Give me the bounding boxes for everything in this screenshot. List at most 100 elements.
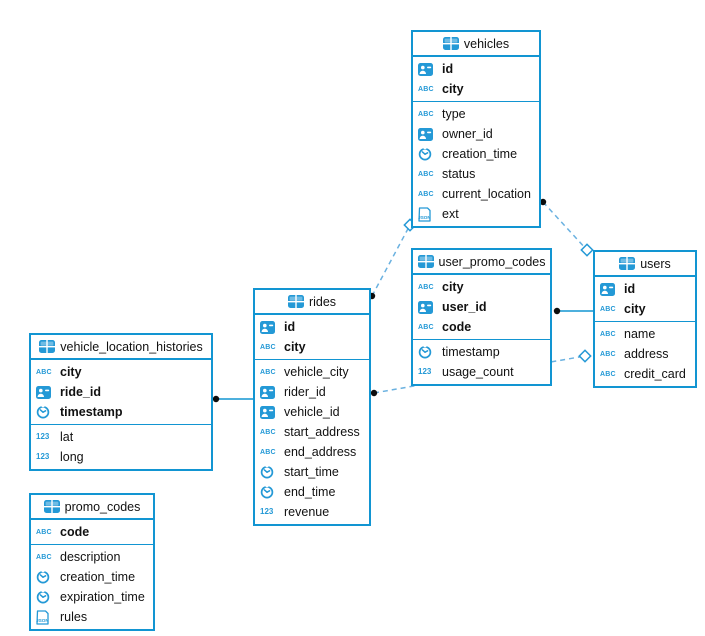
number-type-icon: 123 — [36, 452, 50, 461]
field-row-ride_id[interactable]: ride_id — [31, 382, 211, 402]
abc-type-icon: ABC — [260, 343, 276, 351]
field-row-timestamp[interactable]: timestamp — [413, 342, 550, 362]
field-name: code — [60, 525, 90, 539]
field-row-creation_time[interactable]: creation_time — [413, 144, 539, 164]
table-header-vehicles[interactable]: vehicles — [413, 32, 539, 57]
relationship-vehicle_location_histories-to-rides[interactable] — [212, 395, 254, 403]
field-name: creation_time — [60, 570, 136, 584]
clock-icon — [36, 405, 55, 419]
clock-icon — [36, 570, 55, 584]
field-row-expiration_time[interactable]: expiration_time — [31, 587, 153, 607]
abc-type-icon: ABC — [418, 170, 434, 178]
field-row-code[interactable]: ABC code — [413, 317, 550, 337]
field-name: vehicle_id — [284, 405, 340, 419]
relationship-user_promo_codes-to-users[interactable] — [553, 307, 594, 315]
id-badge-icon — [418, 127, 437, 141]
relationship-vehicles-to-users[interactable] — [539, 198, 594, 257]
field-name: end_address — [284, 445, 357, 459]
field-row-status[interactable]: ABC status — [413, 164, 539, 184]
field-row-end_time[interactable]: end_time — [255, 482, 369, 502]
field-name: creation_time — [442, 147, 518, 161]
table-title: users — [640, 256, 671, 271]
field-name: code — [442, 320, 472, 334]
field-name: usage_count — [442, 365, 514, 379]
table-title: rides — [308, 294, 337, 309]
svg-text:JSON: JSON — [36, 618, 49, 623]
field-row-revenue[interactable]: 123 revenue — [255, 502, 369, 522]
clock-icon — [260, 485, 279, 499]
table-icon — [417, 255, 434, 268]
field-name: start_address — [284, 425, 360, 439]
abc-type-icon: ABC — [418, 110, 434, 118]
relationship-rides-to-vehicles[interactable] — [368, 218, 417, 300]
abc-type-icon: ABC — [260, 428, 276, 436]
field-name: lat — [60, 430, 74, 444]
field-row-timestamp[interactable]: timestamp — [31, 402, 211, 422]
table-header-promo_codes[interactable]: promo_codes — [31, 495, 153, 520]
table-header-user_promo_codes[interactable]: user_promo_codes — [413, 250, 550, 275]
field-row-start_address[interactable]: ABC start_address — [255, 422, 369, 442]
field-name: id — [442, 62, 454, 76]
table-header-users[interactable]: users — [595, 252, 695, 277]
columns-section: timestamp 123 usage_count — [413, 339, 550, 384]
relationship-rides-to-users[interactable] — [370, 349, 592, 397]
field-row-usage_count[interactable]: 123 usage_count — [413, 362, 550, 382]
field-name: status — [442, 167, 476, 181]
field-row-user_id[interactable]: user_id — [413, 297, 550, 317]
field-row-start_time[interactable]: start_time — [255, 462, 369, 482]
field-row-id[interactable]: id — [413, 59, 539, 79]
field-name: city — [442, 82, 464, 96]
field-name: revenue — [284, 505, 330, 519]
field-row-owner_id[interactable]: owner_id — [413, 124, 539, 144]
field-row-rider_id[interactable]: rider_id — [255, 382, 369, 402]
number-type-icon: 123 — [260, 507, 274, 516]
clock-icon — [36, 590, 55, 604]
table-header-vehicle_location_histories[interactable]: vehicle_location_histories — [31, 335, 211, 360]
number-type-icon: 123 — [418, 367, 432, 376]
abc-type-icon: ABC — [418, 85, 434, 93]
table-title: vehicles — [463, 36, 510, 51]
field-row-city[interactable]: ABC city — [413, 79, 539, 99]
abc-type-icon: ABC — [418, 323, 434, 331]
field-row-vehicle_id[interactable]: vehicle_id — [255, 402, 369, 422]
abc-type-icon: ABC — [600, 305, 616, 313]
field-row-id[interactable]: id — [255, 317, 369, 337]
field-row-id[interactable]: id — [595, 279, 695, 299]
id-badge-icon — [418, 62, 437, 76]
id-badge-icon — [260, 320, 279, 334]
dashed-relationship-line — [542, 201, 588, 251]
field-name: credit_card — [624, 367, 686, 381]
field-row-creation_time[interactable]: creation_time — [31, 567, 153, 587]
table-icon — [43, 500, 60, 513]
table-header-rides[interactable]: rides — [255, 290, 369, 315]
